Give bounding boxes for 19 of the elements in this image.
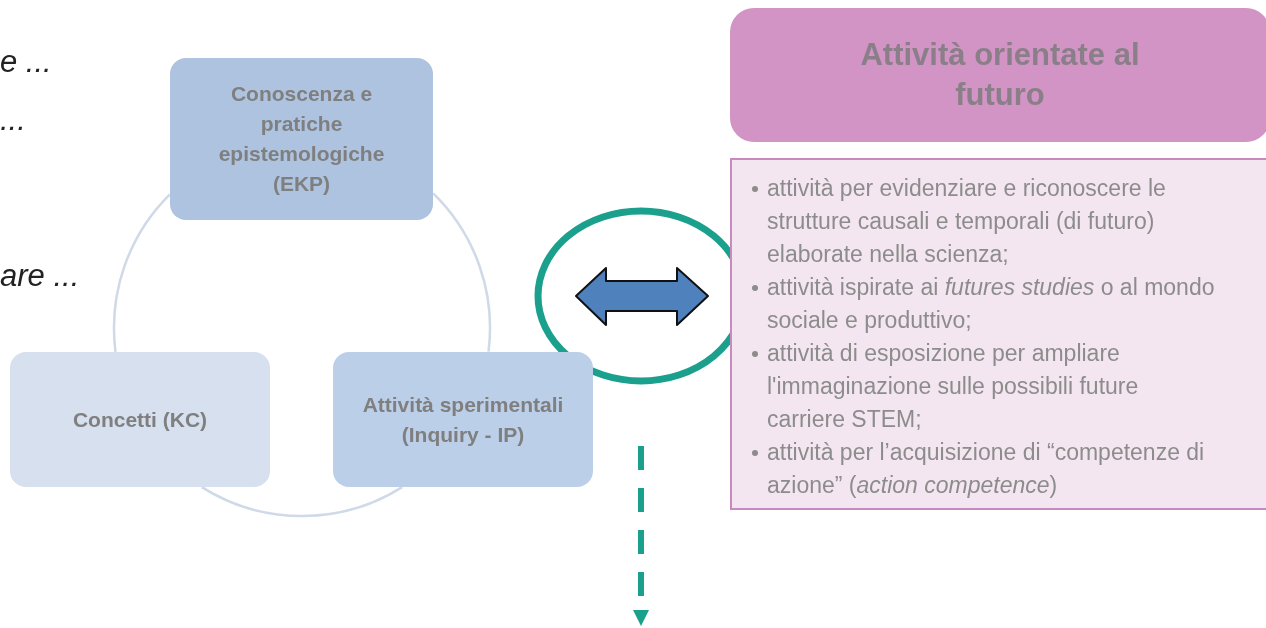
node-label: Attività sperimentali (Inquiry - IP): [361, 391, 565, 448]
bullet-item: attività per l’acquisizione di “competenze di azione” (action competence): [767, 438, 1206, 500]
cut-off-text: e ...: [0, 43, 52, 81]
node-label: Conoscenza e pratiche epistemologiche (EKP): [217, 81, 386, 197]
activity-list-box: [730, 158, 1266, 510]
node-label: Concetti (KC): [72, 406, 208, 433]
header-box: [730, 8, 1266, 142]
concept-box: [333, 352, 593, 487]
concept-box: [170, 58, 433, 220]
bullet-item: attività per evidenziare e riconoscere le strutture causali e temporali (di futuro) elaborate nella scienza;: [767, 174, 1167, 269]
node-label: Attività orientate al futuro: [859, 36, 1141, 114]
bullet-item: attività ispirate ai futures studies o al mondo sociale e produttivo;: [767, 273, 1216, 335]
cycle-arc: [201, 486, 403, 517]
cut-off-text: ...: [0, 101, 26, 139]
cycle-arc: [112, 193, 171, 352]
cut-off-text: are ...: [0, 257, 80, 295]
cycle-arc: [432, 192, 492, 352]
bullet-item: attività di esposizione per ampliare l'immaginazione sulle possibili future carriere STEM;: [767, 339, 1140, 434]
concept-box: [10, 352, 270, 487]
